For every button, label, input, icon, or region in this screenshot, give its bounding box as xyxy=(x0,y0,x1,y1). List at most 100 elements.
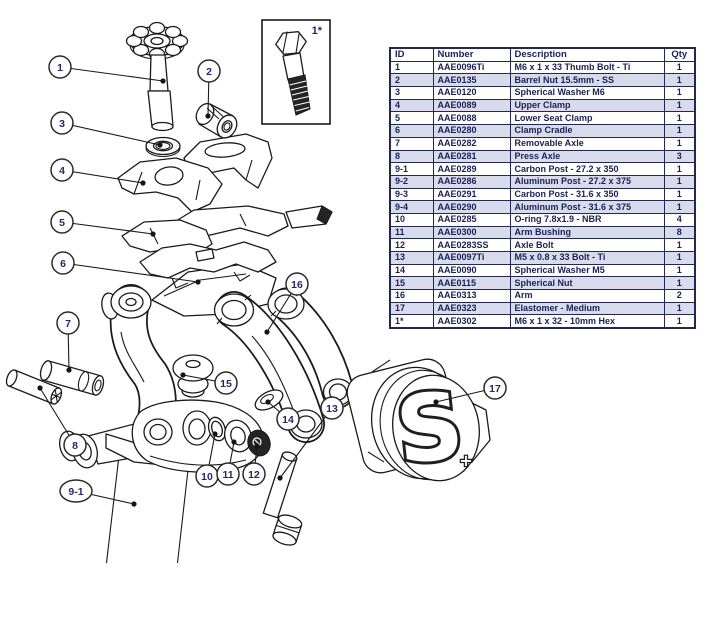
table-cell: Spherical Nut xyxy=(509,276,665,291)
svg-text:17: 17 xyxy=(489,383,501,395)
table-cell: AAE0291 xyxy=(432,187,511,202)
table-cell: 1 xyxy=(663,276,696,291)
washer-m6 xyxy=(145,136,181,158)
table-cell: 8 xyxy=(663,225,696,240)
table-cell: 1 xyxy=(663,124,696,138)
table-cell: AAE0323 xyxy=(432,301,511,316)
table-cell: 6 xyxy=(389,124,434,138)
table-cell: 1 xyxy=(663,60,696,75)
callout-13: 13 xyxy=(277,396,344,481)
column-header-number: Number xyxy=(432,47,511,62)
callout-5: 5 xyxy=(50,210,156,237)
callout-9-1: 9-1 xyxy=(59,479,137,507)
table-cell: AAE0280 xyxy=(432,124,511,138)
svg-text:2: 2 xyxy=(206,66,212,78)
callout-8: 8 xyxy=(37,385,87,457)
press-axle xyxy=(5,369,63,405)
table-cell: 9-3 xyxy=(389,187,434,202)
table-cell: 1 xyxy=(663,238,696,252)
elastomer: S + xyxy=(346,358,491,488)
table-cell: 1 xyxy=(663,111,696,126)
arm-bushing xyxy=(224,419,252,453)
table-cell: 15 xyxy=(389,276,434,291)
table-cell: 4 xyxy=(663,212,696,227)
table-cell: 1 xyxy=(663,174,696,189)
column-header-qty: Qty xyxy=(663,47,696,62)
table-cell: AAE0089 xyxy=(432,98,511,113)
table-cell: 1 xyxy=(663,263,696,278)
table-cell: AAE0096Ti xyxy=(432,60,511,75)
arm-front xyxy=(213,291,325,443)
table-cell: O-ring 7.8x1.9 - NBR xyxy=(509,212,665,227)
svg-text:7: 7 xyxy=(65,318,71,330)
table-cell: 1 xyxy=(389,60,434,75)
table-cell: AAE0286 xyxy=(432,174,511,189)
svg-text:3: 3 xyxy=(59,118,65,130)
table-cell: M6 x 1 x 32 - 10mm Hex xyxy=(509,314,665,329)
table-cell: 1 xyxy=(663,86,696,100)
column-header-description: Description xyxy=(509,47,665,62)
axle-bolt xyxy=(247,429,271,457)
callout-14: 14 xyxy=(265,399,300,431)
bolt-m5 xyxy=(262,451,303,546)
table-cell: 1 xyxy=(663,98,696,113)
table-cell: AAE0283SS xyxy=(432,238,511,252)
upper-clamp xyxy=(117,133,273,213)
removable-axle xyxy=(39,360,105,396)
svg-text:14: 14 xyxy=(282,414,294,426)
svg-text:12: 12 xyxy=(248,469,260,481)
table-cell: 1 xyxy=(663,73,696,88)
table-cell: 1 xyxy=(663,187,696,202)
table-cell: AAE0135 xyxy=(432,73,511,88)
svg-text:13: 13 xyxy=(326,403,338,415)
table-cell: 1 xyxy=(663,251,696,265)
table-cell: 11 xyxy=(389,225,434,240)
svg-text:6: 6 xyxy=(60,258,66,270)
table-cell: AAE0290 xyxy=(432,200,511,214)
svg-text:15: 15 xyxy=(220,378,232,390)
table-cell: 3 xyxy=(663,149,696,164)
svg-text:11: 11 xyxy=(222,469,233,481)
table-cell: 13 xyxy=(389,251,434,265)
table-cell: 9-1 xyxy=(389,162,434,176)
table-cell: 2 xyxy=(663,289,696,303)
table-cell: AAE0302 xyxy=(432,314,511,329)
callout-10: 10 xyxy=(195,431,219,488)
table-cell: 7 xyxy=(389,136,434,151)
table-cell: AAE0282 xyxy=(432,136,511,151)
table-cell: Aluminum Post - 31.6 x 375 xyxy=(509,200,665,214)
table-cell: Removable Axle xyxy=(509,136,665,151)
elastomer-logo-mark: + xyxy=(459,451,472,470)
table-cell: M6 x 1 x 33 Thumb Bolt - Ti xyxy=(509,60,665,75)
arm-rear xyxy=(267,287,355,409)
table-cell: Spherical Washer M5 xyxy=(509,263,665,278)
table-cell: 5 xyxy=(389,111,434,126)
table-cell: 4 xyxy=(389,98,434,113)
inset-label: 1* xyxy=(312,25,323,37)
table-cell: AAE0285 xyxy=(432,212,511,227)
svg-text:1: 1 xyxy=(57,62,63,74)
hex-bolt xyxy=(275,31,311,116)
lower-clamp-base xyxy=(105,399,265,473)
table-cell: 2 xyxy=(389,73,434,88)
table-cell: Carbon Post - 31.6 x 350 xyxy=(509,187,665,202)
table-cell: 14 xyxy=(389,263,434,278)
